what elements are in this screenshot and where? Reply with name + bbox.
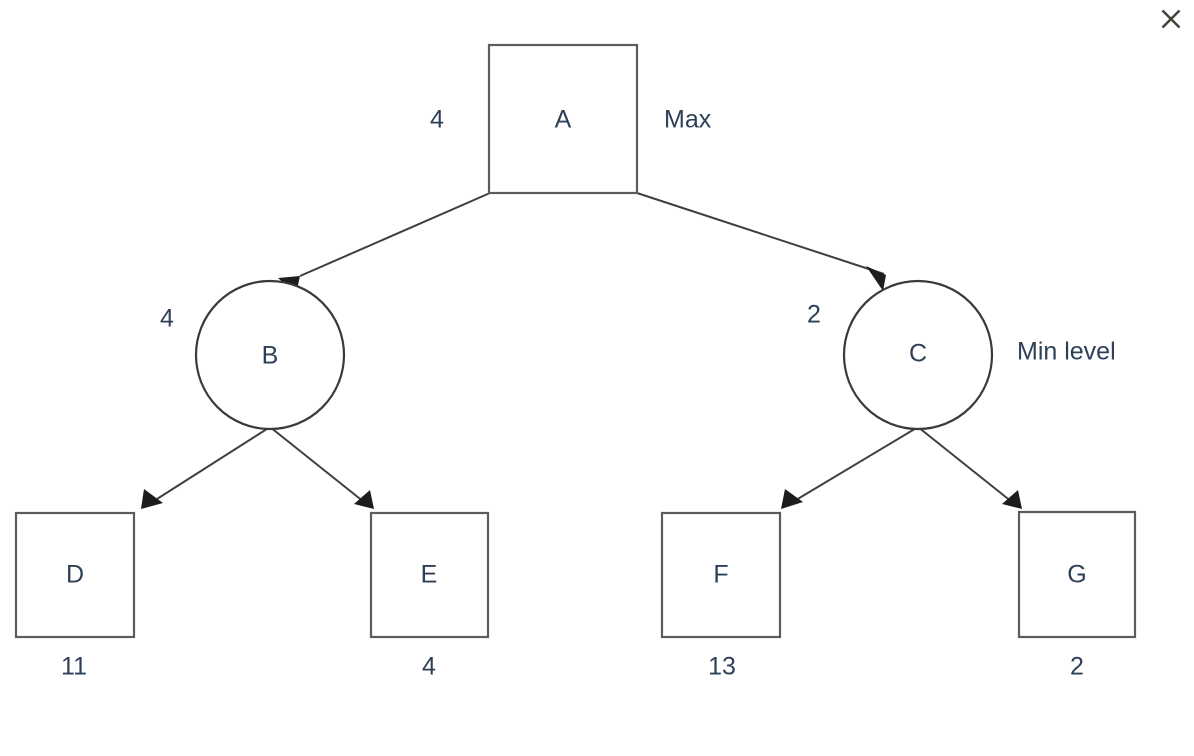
node-e-value: 4 — [422, 653, 436, 681]
node-a-value: 4 — [430, 106, 444, 134]
node-f-box[interactable] — [660, 511, 782, 639]
node-g-label: G — [1067, 561, 1086, 589]
node-e[interactable]: E — [369, 511, 490, 639]
arrowhead-b-e — [354, 490, 374, 509]
node-a-box[interactable] — [487, 43, 639, 195]
node-e-box[interactable] — [369, 511, 490, 639]
node-d-value: 11 — [61, 653, 87, 681]
node-f-value: 13 — [708, 653, 736, 681]
edge-c-g — [917, 426, 1022, 509]
node-f[interactable]: F — [660, 511, 782, 639]
node-d-box[interactable] — [14, 511, 136, 639]
node-e-label: E — [421, 561, 438, 589]
node-b-label: B — [262, 342, 279, 370]
node-g-box[interactable] — [1017, 510, 1137, 639]
node-d-label: D — [66, 561, 84, 589]
max-level-label: Max — [664, 106, 712, 134]
arrowhead-c-g — [1002, 490, 1022, 509]
edge-b-d — [141, 426, 271, 509]
node-c-label: C — [909, 340, 927, 368]
close-icon — [1160, 8, 1182, 30]
node-b[interactable]: B — [194, 279, 346, 431]
edge-c-f — [781, 426, 919, 509]
node-d[interactable]: D — [14, 511, 136, 639]
node-c-value: 2 — [807, 301, 821, 329]
node-a-label: A — [555, 106, 572, 134]
node-a[interactable]: A — [487, 43, 639, 195]
node-b-circle[interactable] — [194, 279, 346, 431]
min-level-label: Min level — [1017, 338, 1116, 366]
node-f-label: F — [713, 561, 728, 589]
arrowhead-a-c — [866, 266, 886, 291]
edge-a-c — [636, 192, 886, 291]
arrowhead-b-d — [141, 489, 163, 509]
node-b-value: 4 — [160, 305, 174, 333]
arrowhead-c-f — [781, 489, 803, 509]
close-button[interactable] — [1156, 4, 1186, 34]
edge-b-e — [269, 426, 374, 509]
node-g[interactable]: G — [1017, 510, 1137, 639]
edge-a-b — [278, 192, 491, 294]
node-c[interactable]: C — [842, 279, 994, 431]
node-g-value: 2 — [1070, 653, 1084, 681]
node-c-circle[interactable] — [842, 279, 994, 431]
